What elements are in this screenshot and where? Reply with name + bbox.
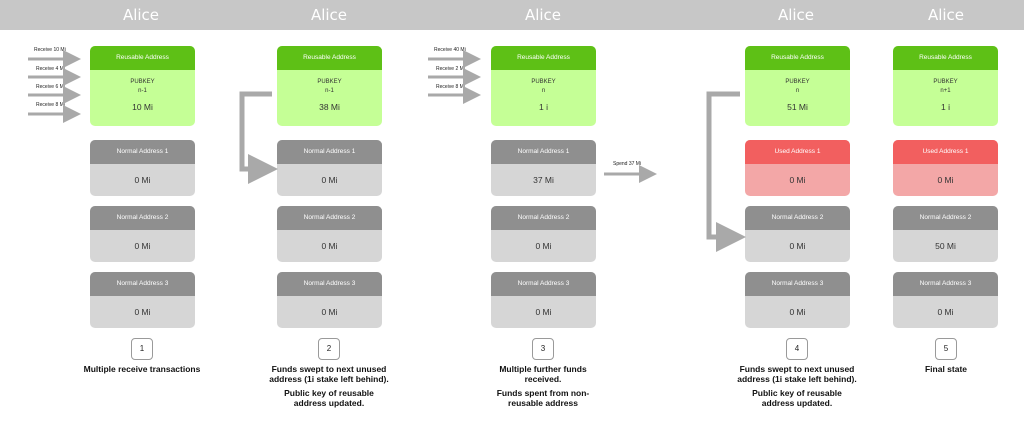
column-4-address-2: Normal Address 2 0 Mi <box>745 206 850 262</box>
column-5-owner: Alice <box>927 6 965 24</box>
address-label: Normal Address 3 <box>893 272 998 296</box>
step-4-badge: 4 <box>786 338 808 360</box>
address-value: 0 Mi <box>321 175 338 185</box>
address-label: Normal Address 3 <box>90 272 195 296</box>
step-2-caption: Funds swept to next unused address (1i s… <box>269 364 389 408</box>
pubkey-index: n+1 <box>940 88 951 94</box>
address-label: Used Address 1 <box>745 140 850 164</box>
address-value: 0 Mi <box>134 241 151 251</box>
incoming-label: Receive 10 Mi <box>34 47 66 53</box>
column-4-owner: Alice <box>777 6 815 24</box>
address-label: Normal Address 2 <box>745 206 850 230</box>
incoming-label: Receive 8 Mi <box>36 102 65 108</box>
step-1-caption: Multiple receive transactions <box>83 364 201 374</box>
step-5-caption: Final state <box>924 364 968 374</box>
address-value: 0 Mi <box>134 307 151 317</box>
column-5-reusable-address: Reusable Address PUBKEY n+1 1 i <box>893 46 998 126</box>
address-label: Normal Address 2 <box>277 206 382 230</box>
address-value: 0 Mi <box>134 175 151 185</box>
column-2-address-3: Normal Address 3 0 Mi <box>277 272 382 328</box>
address-label: Normal Address 1 <box>491 140 596 164</box>
address-value: 0 Mi <box>789 175 806 185</box>
reusable-address-value: 1 i <box>539 102 548 112</box>
address-value: 0 Mi <box>789 307 806 317</box>
column-5-address-3: Normal Address 3 0 Mi <box>893 272 998 328</box>
address-value: 0 Mi <box>321 307 338 317</box>
step-3-badge: 3 <box>532 338 554 360</box>
column-4-address-3: Normal Address 3 0 Mi <box>745 272 850 328</box>
column-4-address-1: Used Address 1 0 Mi <box>745 140 850 196</box>
column-3-address-3: Normal Address 3 0 Mi <box>491 272 596 328</box>
column-2-owner: Alice <box>310 6 348 24</box>
step-5-badge: 5 <box>935 338 957 360</box>
reusable-address-value: 10 Mi <box>132 102 153 112</box>
step-1-badge: 1 <box>131 338 153 360</box>
address-label: Normal Address 3 <box>277 272 382 296</box>
address-label: Normal Address 1 <box>277 140 382 164</box>
column-3-address-1: Normal Address 1 37 Mi <box>491 140 596 196</box>
address-value: 0 Mi <box>321 241 338 251</box>
reusable-address-label: Reusable Address <box>90 46 195 70</box>
address-value: 0 Mi <box>535 307 552 317</box>
incoming-label: Receive 2 Mi <box>436 66 465 72</box>
pubkey-label: PUBKEY <box>130 79 155 85</box>
pubkey-index: n-1 <box>138 88 147 94</box>
sweep-arrow <box>239 91 278 184</box>
address-value: 0 Mi <box>535 241 552 251</box>
address-label: Normal Address 3 <box>745 272 850 296</box>
address-value: 0 Mi <box>789 241 806 251</box>
column-1-owner: Alice <box>122 6 160 24</box>
incoming-label: Receive 8 Mi <box>436 84 465 90</box>
column-3-reusable-address: Reusable Address PUBKEY n 1 i <box>491 46 596 126</box>
reusable-address-label: Reusable Address <box>491 46 596 70</box>
address-label: Normal Address 1 <box>90 140 195 164</box>
pubkey-index: n-1 <box>325 88 334 94</box>
address-label: Used Address 1 <box>893 140 998 164</box>
column-1-address-3: Normal Address 3 0 Mi <box>90 272 195 328</box>
reusable-address-value: 51 Mi <box>787 102 808 112</box>
column-5-address-1: Used Address 1 0 Mi <box>893 140 998 196</box>
pubkey-label: PUBKEY <box>785 79 810 85</box>
address-value: 50 Mi <box>935 241 956 251</box>
pubkey-index: n <box>795 88 800 94</box>
step-4-caption: Funds swept to next unused address (1i s… <box>737 364 857 408</box>
column-1-reusable-address: Reusable Address PUBKEY n-1 10 Mi <box>90 46 195 126</box>
column-2-address-2: Normal Address 2 0 Mi <box>277 206 382 262</box>
incoming-label: Receive 6 Mi <box>36 84 65 90</box>
address-value: 0 Mi <box>937 307 954 317</box>
address-value: 0 Mi <box>937 175 954 185</box>
header-bar <box>0 0 1024 30</box>
column-1-address-1: Normal Address 1 0 Mi <box>90 140 195 196</box>
column-5-address-2: Normal Address 2 50 Mi <box>893 206 998 262</box>
sweep-arrow <box>706 91 746 252</box>
column-4-reusable-address: Reusable Address PUBKEY n 51 Mi <box>745 46 850 126</box>
column-2-address-1: Normal Address 1 0 Mi <box>277 140 382 196</box>
address-label: Normal Address 2 <box>893 206 998 230</box>
address-label: Normal Address 2 <box>491 206 596 230</box>
address-value: 37 Mi <box>533 175 554 185</box>
reusable-address-label: Reusable Address <box>277 46 382 70</box>
spend-label: Spend 37 Mi <box>613 161 642 167</box>
column-1-address-2: Normal Address 2 0 Mi <box>90 206 195 262</box>
reusable-address-label: Reusable Address <box>893 46 998 70</box>
reusable-address-label: Reusable Address <box>745 46 850 70</box>
reusable-address-value: 1 i <box>941 102 950 112</box>
column-3-address-2: Normal Address 2 0 Mi <box>491 206 596 262</box>
pubkey-index: n <box>541 88 546 94</box>
address-label: Normal Address 3 <box>491 272 596 296</box>
reusable-address-value: 38 Mi <box>319 102 340 112</box>
pubkey-label: PUBKEY <box>531 79 556 85</box>
pubkey-label: PUBKEY <box>933 79 958 85</box>
step-2-badge: 2 <box>318 338 340 360</box>
address-label: Normal Address 2 <box>90 206 195 230</box>
column-2-reusable-address: Reusable Address PUBKEY n-1 38 Mi <box>277 46 382 126</box>
pubkey-label: PUBKEY <box>317 79 342 85</box>
step-3-caption: Multiple further funds received. Funds s… <box>496 364 590 408</box>
incoming-label: Receive 40 Mi <box>434 47 466 53</box>
incoming-label: Receive 4 Mi <box>36 66 65 72</box>
column-3-owner: Alice <box>524 6 562 24</box>
